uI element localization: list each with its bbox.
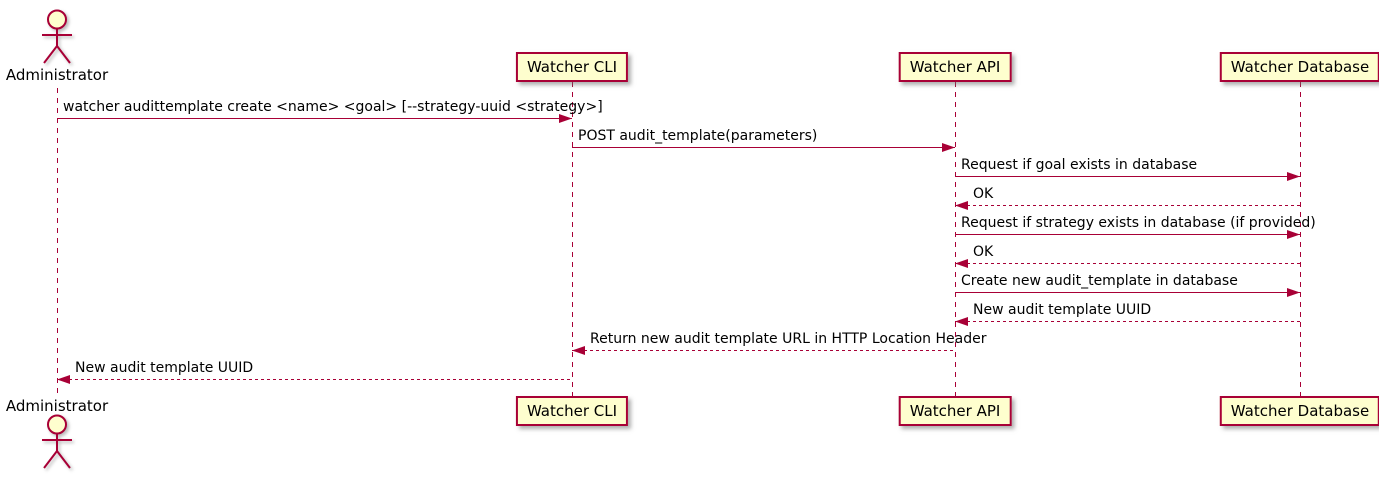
arrowhead-icon [1287,230,1300,239]
message-label-2: Request if goal exists in database [961,157,1198,173]
message-line-3 [955,205,1300,206]
message-line-4 [955,234,1300,235]
arrowhead-icon [942,143,955,152]
arrowhead-icon [955,259,968,268]
lifeline-watcher-api [954,82,956,396]
arrowhead-icon [1287,288,1300,297]
arrowhead-icon [1287,172,1300,181]
participant-top-watcher-api: Watcher API [898,52,1012,82]
message-line-9 [57,379,572,380]
actor-label-bottom-administrator: Administrator [5,397,109,415]
message-label-5: OK [973,244,994,260]
arrowhead-icon [955,201,968,210]
message-line-8 [572,350,955,351]
message-line-2 [955,176,1300,177]
participant-top-watcher-database: Watcher Database [1219,52,1379,82]
lifeline-watcher-database [1299,82,1301,396]
lifeline-watcher-cli [571,82,573,396]
message-line-5 [955,263,1300,264]
message-label-6: Create new audit_template in database [961,273,1238,289]
message-label-8: Return new audit template URL in HTTP Lo… [590,331,987,347]
participant-bottom-watcher-cli: Watcher CLI [515,396,629,426]
participant-bottom-watcher-api: Watcher API [898,396,1012,426]
message-label-1: POST audit_template(parameters) [578,128,818,144]
arrowhead-icon [572,346,585,355]
message-label-3: OK [973,186,994,202]
actor-figure-bottom-administrator [42,414,72,469]
message-line-7 [955,321,1300,322]
message-label-7: New audit template UUID [973,302,1152,318]
participant-top-watcher-cli: Watcher CLI [515,52,629,82]
message-label-0: watcher audittemplate create <name> <goa… [63,99,603,115]
message-line-1 [572,147,955,148]
lifeline-administrator [56,88,58,396]
message-label-9: New audit template UUID [75,360,254,376]
actor-label-top-administrator: Administrator [5,66,109,84]
arrowhead-icon [57,375,70,384]
actor-figure-top-administrator [42,9,72,64]
message-line-6 [955,292,1300,293]
message-line-0 [57,118,572,119]
arrowhead-icon [955,317,968,326]
message-label-4: Request if strategy exists in database (… [961,215,1316,231]
participant-bottom-watcher-database: Watcher Database [1219,396,1379,426]
arrowhead-icon [559,114,572,123]
